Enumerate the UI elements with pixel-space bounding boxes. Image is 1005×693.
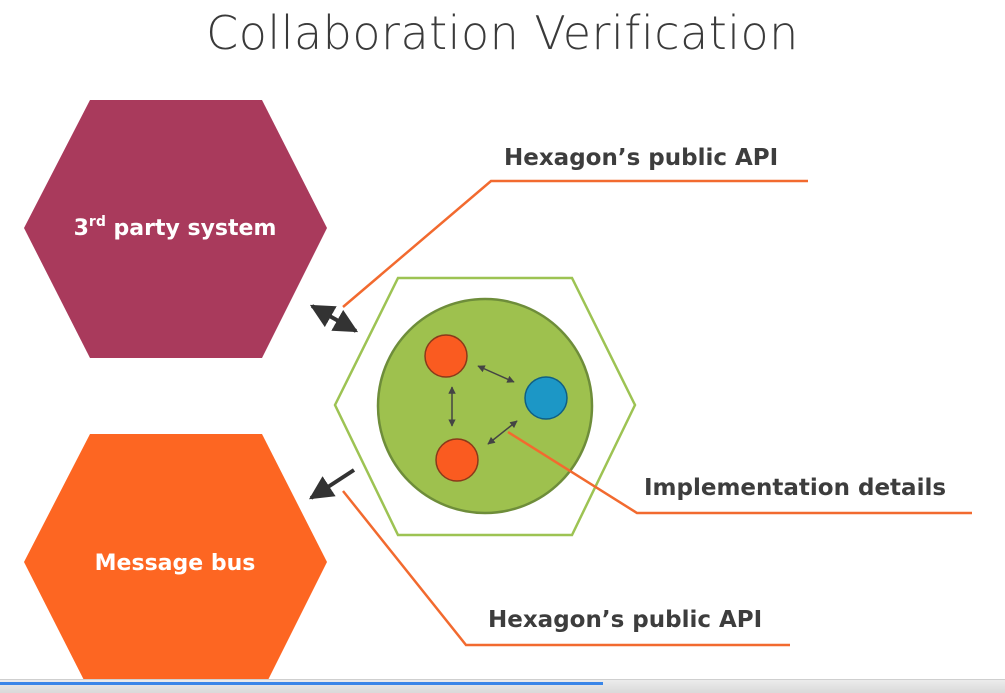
message-bus-label: Message bus [95, 551, 256, 576]
message-bus-hexagon: Message bus [24, 434, 327, 692]
slide-title: Collaboration Verification [206, 6, 799, 60]
progress-bar[interactable] [0, 682, 603, 685]
bidirectional-arrow-icon [309, 304, 359, 333]
outbound-arrow-icon [308, 468, 356, 500]
third-party-system-label: 3rd party system [74, 214, 277, 241]
public-api-label-top: Hexagon’s public API [504, 145, 778, 171]
callout-line-api-top [342, 179, 808, 308]
public-api-label-bottom: Hexagon’s public API [488, 607, 762, 633]
application-hexagon [333, 276, 637, 537]
implementation-details-label: Implementation details [644, 475, 946, 501]
callout-line-api-bottom [342, 490, 790, 647]
component-node [435, 438, 479, 482]
component-node [524, 376, 568, 420]
double-arrow-icon [477, 365, 515, 383]
double-arrow-icon [487, 420, 518, 445]
callout-line-implementation [507, 430, 972, 515]
component-node [424, 334, 468, 378]
third-party-system-hexagon: 3rd party system [24, 100, 327, 358]
